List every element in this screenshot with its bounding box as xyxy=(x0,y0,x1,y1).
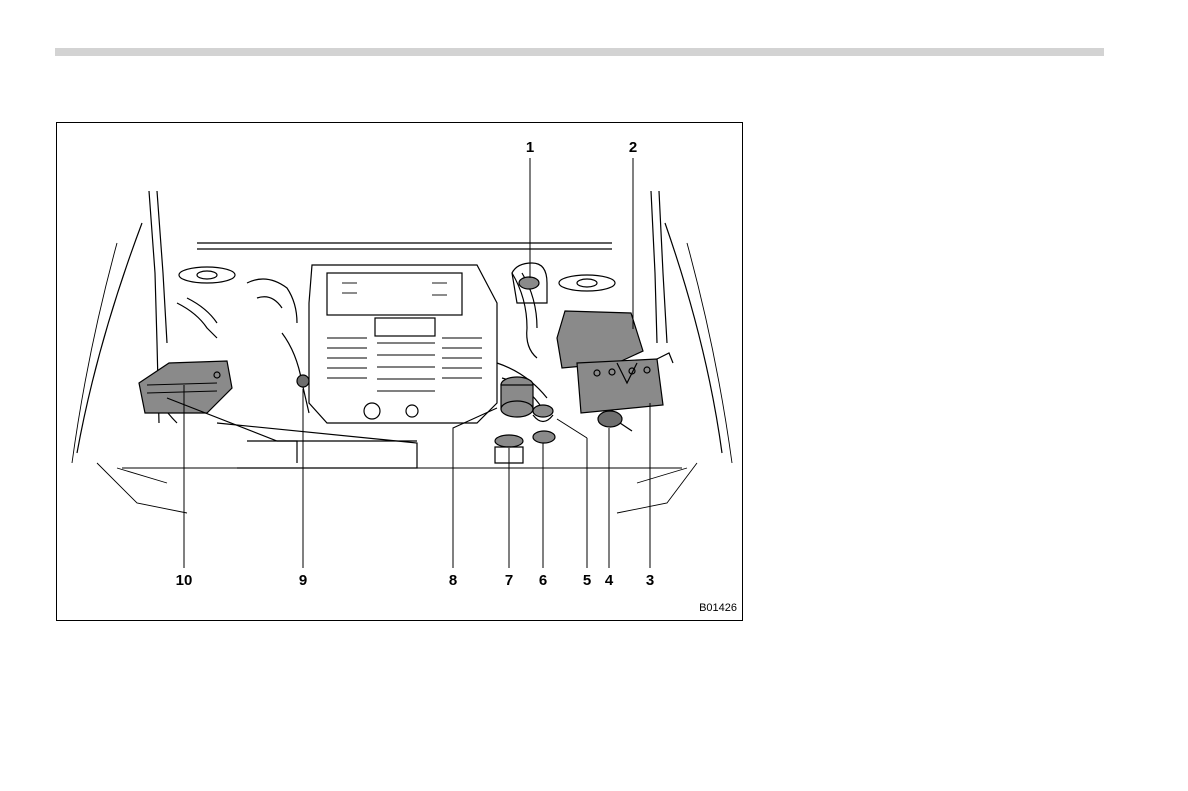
washer-fluid-cap xyxy=(598,411,632,431)
header-rule xyxy=(55,48,1104,56)
callout-3: 3 xyxy=(646,572,654,589)
engine-compartment-illustration: 1 2 3 4 5 6 7 8 9 10 B01426 xyxy=(57,123,743,621)
callout-5: 5 xyxy=(583,572,591,589)
callout-2: 2 xyxy=(629,139,637,156)
figure-code: B01426 xyxy=(699,602,737,614)
engine-oil-filler-cap xyxy=(501,377,533,417)
fuse-box xyxy=(557,311,643,368)
callout-8: 8 xyxy=(449,572,457,589)
callout-6: 6 xyxy=(539,572,547,589)
engine-cover xyxy=(309,265,497,423)
engine-compartment-figure: 1 2 3 4 5 6 7 8 9 10 B01426 xyxy=(56,122,743,621)
battery xyxy=(577,353,673,413)
reservoir-5 xyxy=(533,405,553,422)
callout-10: 10 xyxy=(176,572,193,589)
callout-1: 1 xyxy=(526,139,534,156)
coolant-reservoir-cap xyxy=(533,431,555,443)
callout-4: 4 xyxy=(605,572,614,589)
callout-7: 7 xyxy=(505,572,513,589)
callout-9: 9 xyxy=(299,572,307,589)
